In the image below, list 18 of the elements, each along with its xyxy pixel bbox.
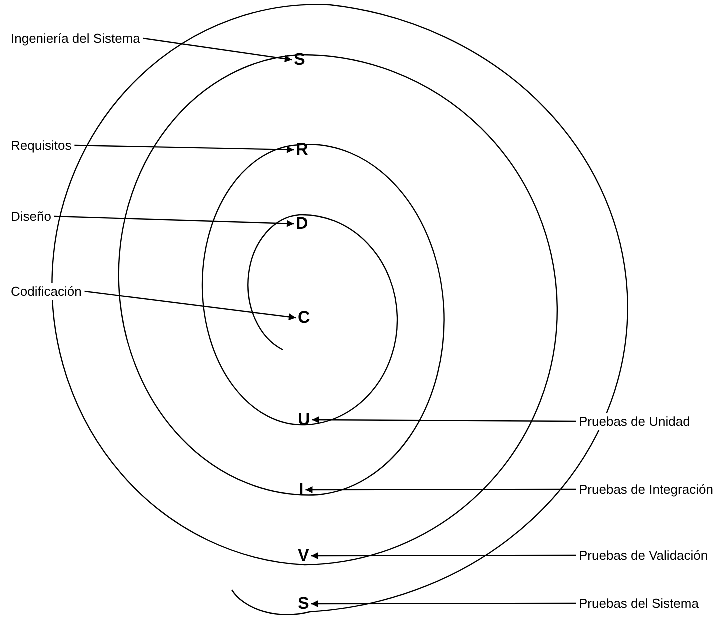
stage-letter: I xyxy=(297,480,306,500)
stage-letter: V xyxy=(296,546,312,566)
arrow xyxy=(312,416,576,424)
stage-letter: S xyxy=(296,594,312,614)
arrow xyxy=(143,38,292,62)
stage-letter: U xyxy=(296,410,312,430)
arrow xyxy=(54,216,294,228)
phase-label: Ingeniería del Sistema xyxy=(10,30,142,47)
stage-letter: C xyxy=(296,308,312,328)
arrow xyxy=(306,486,576,494)
phase-label: Codificación xyxy=(10,283,83,300)
arrow xyxy=(311,552,576,560)
phase-label: Pruebas de Unidad xyxy=(578,413,692,430)
arrow xyxy=(74,144,294,154)
arrow xyxy=(311,600,576,608)
phase-label: Pruebas de Integración xyxy=(578,481,714,498)
arrow xyxy=(84,290,296,321)
stage-letter: D xyxy=(294,214,310,234)
